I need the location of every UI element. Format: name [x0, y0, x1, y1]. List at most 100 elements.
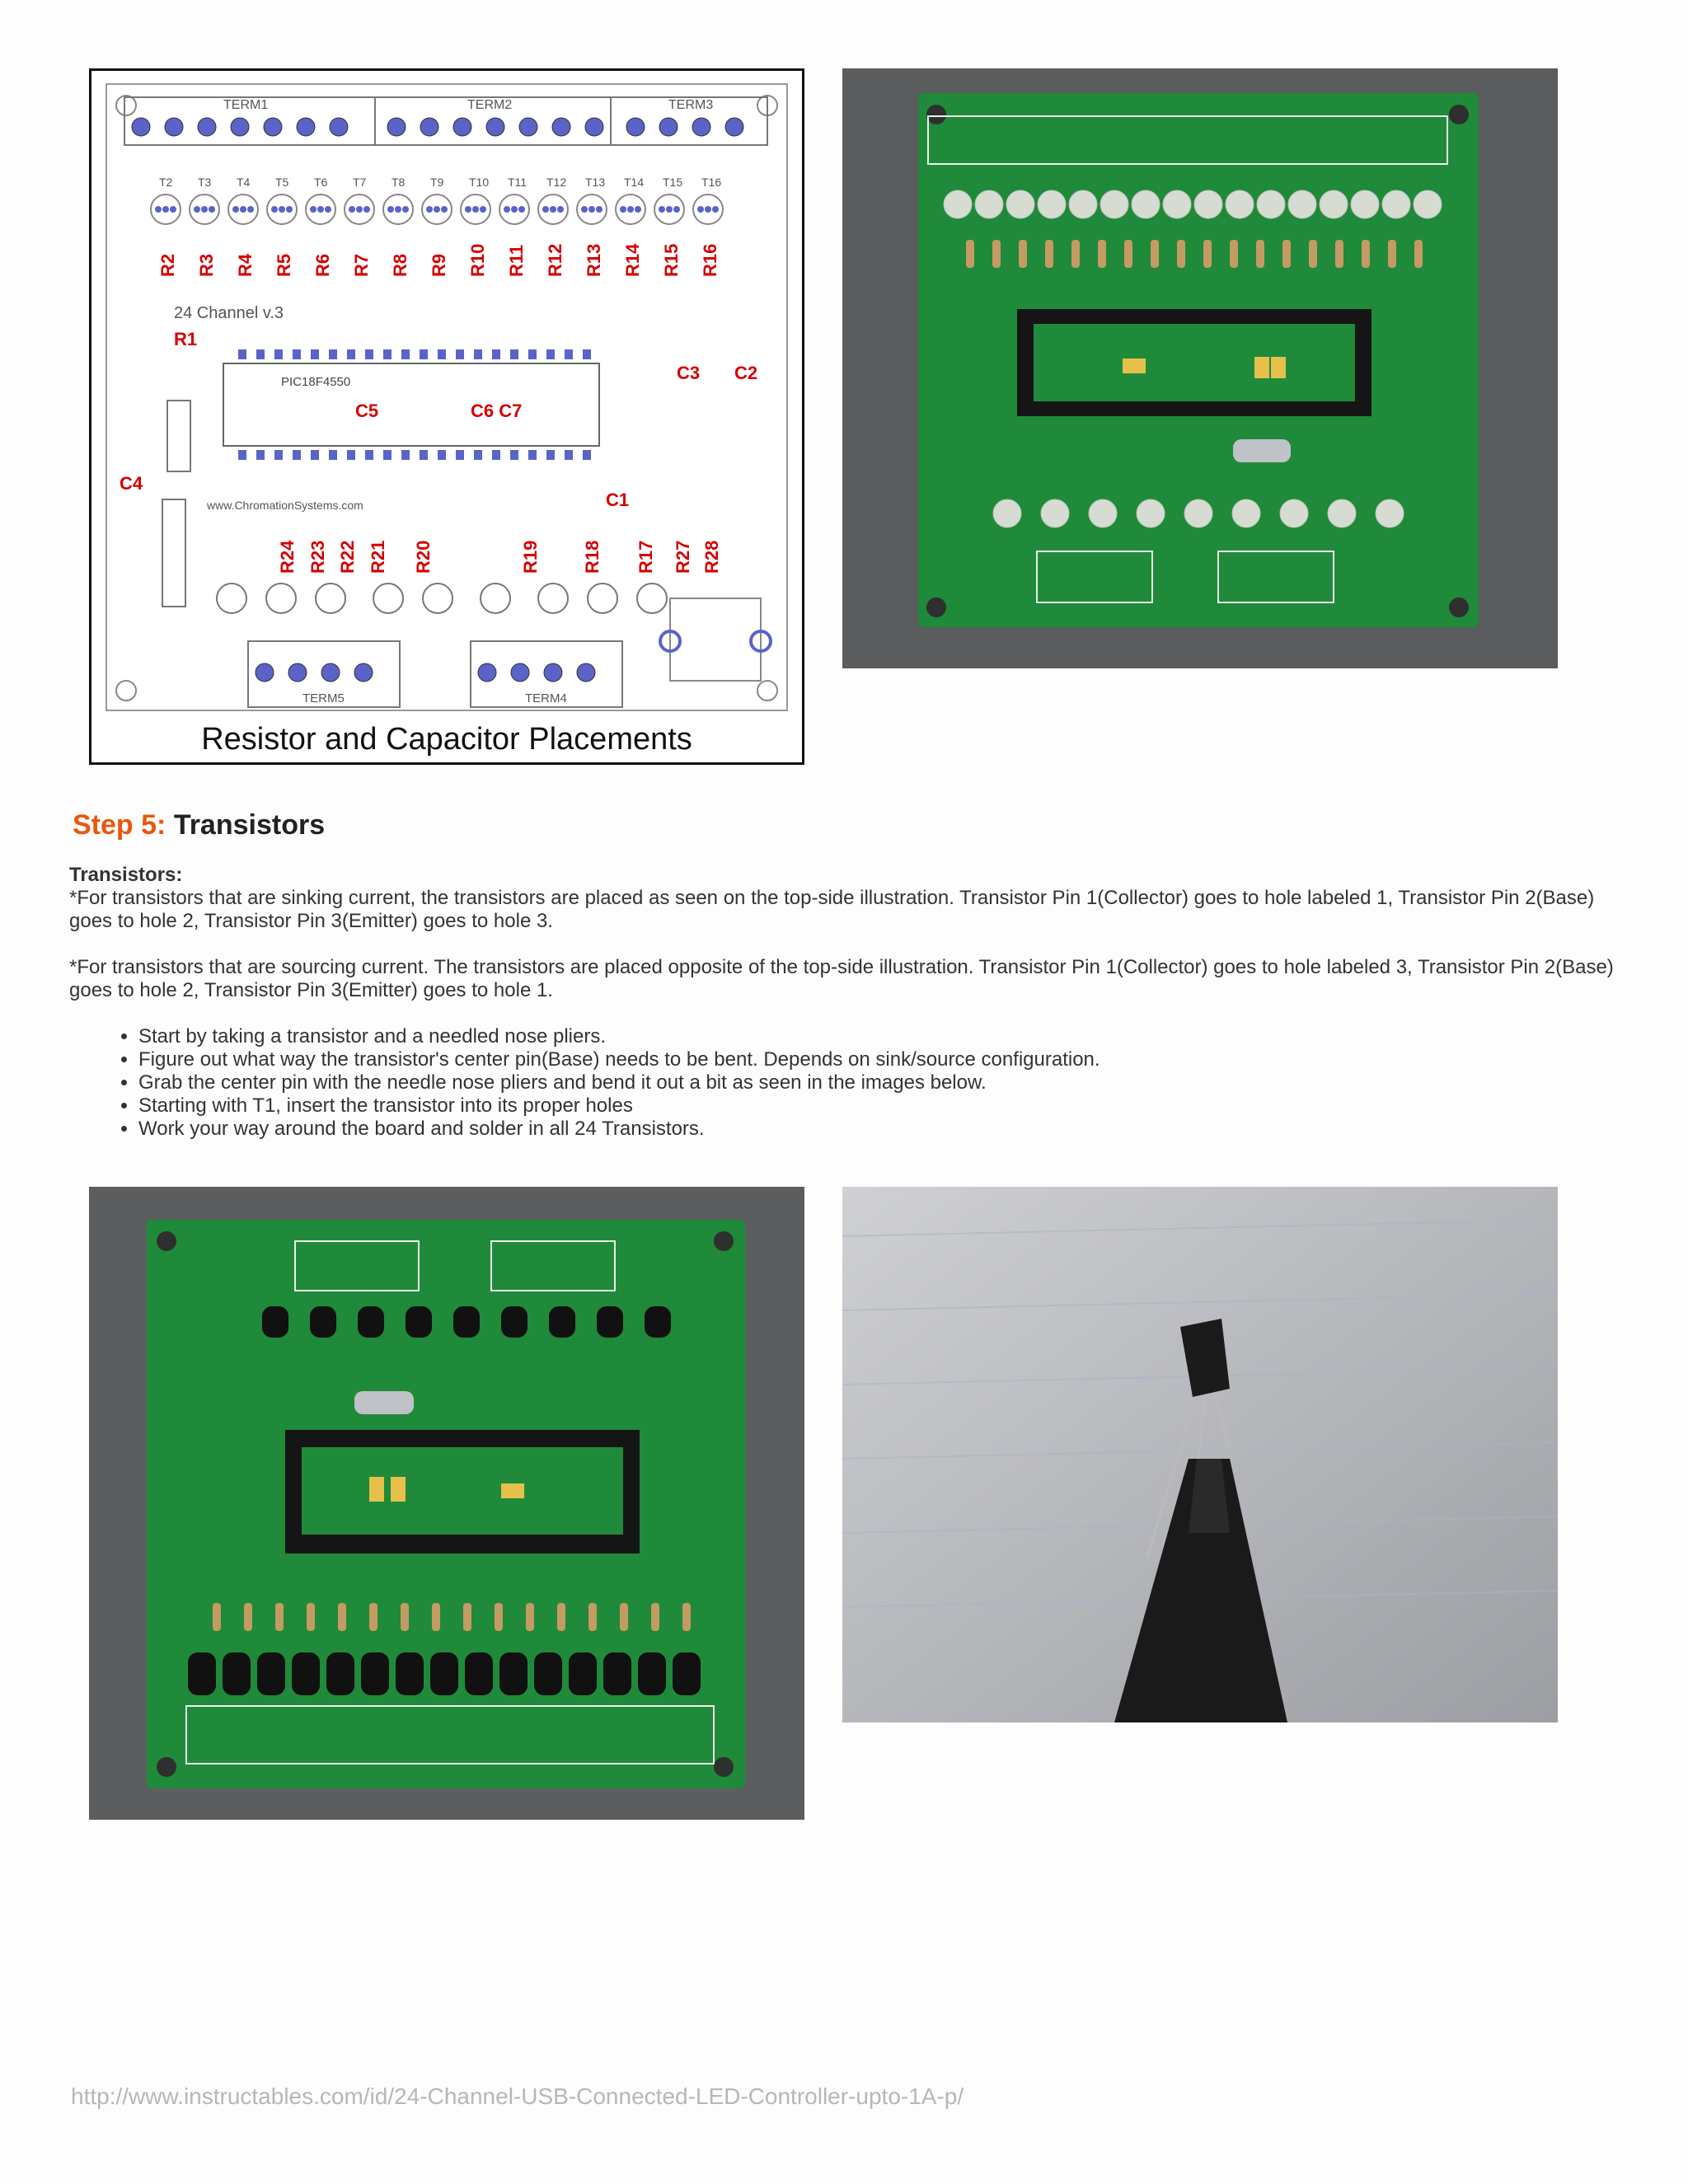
- terminal-hole: [164, 117, 184, 137]
- r1-label: R1: [174, 329, 197, 349]
- resistor: [1414, 240, 1423, 268]
- chip-pin: [528, 349, 537, 359]
- transistor-outline: [460, 194, 491, 225]
- transistor: [257, 1652, 285, 1695]
- resistor: [307, 1603, 315, 1631]
- transistor-pin: [402, 206, 409, 213]
- transistor-pin: [441, 206, 448, 213]
- transistor-pin: [194, 206, 200, 213]
- chip-pin: [420, 349, 428, 359]
- resistor: [338, 1603, 346, 1631]
- term5-label: TERM5: [302, 691, 345, 705]
- chip-pin: [420, 450, 428, 460]
- resistor-label: R23: [307, 541, 328, 574]
- transistor: [1256, 190, 1286, 219]
- chip-pin: [383, 349, 392, 359]
- chip-pin: [474, 450, 482, 460]
- transistor-label: T2: [159, 176, 173, 189]
- source-url[interactable]: http://www.instructables.com/id/24-Chann…: [71, 2083, 964, 2109]
- transistor: [974, 190, 1004, 219]
- term3-label: TERM3: [668, 98, 713, 112]
- transistor: [501, 1306, 528, 1338]
- transistor-outline: [499, 194, 530, 225]
- chip-pin: [583, 349, 591, 359]
- pcb-photo-transistors-svg: [89, 1187, 804, 1820]
- transistor-pin: [155, 206, 162, 213]
- transistor-outline: [266, 194, 298, 225]
- terminal-hole: [551, 117, 571, 137]
- transistor: [1231, 499, 1261, 528]
- resistor: [1151, 240, 1159, 268]
- resistor: [1335, 240, 1343, 268]
- resistor-label: R3: [196, 254, 217, 277]
- transistor-pin: [518, 206, 525, 213]
- step-title: Transistors: [173, 809, 326, 841]
- resistor-label: R17: [635, 541, 656, 574]
- chip-pin: [238, 450, 246, 460]
- list-item: Grab the center pin with the needle nose…: [138, 1071, 1635, 1094]
- chip-pin: [256, 450, 265, 460]
- terminal-hole: [485, 117, 505, 137]
- transistor-outline: [692, 194, 724, 225]
- transistor-label: T4: [237, 176, 251, 189]
- transistor-pin: [349, 206, 355, 213]
- transistor: [534, 1652, 562, 1695]
- resistor: [213, 1603, 221, 1631]
- transistor-outline: [305, 194, 336, 225]
- transistor: [453, 1306, 480, 1338]
- chip-pin: [510, 450, 518, 460]
- transistor: [188, 1652, 216, 1695]
- c3-label: C3: [677, 363, 700, 383]
- transistor-outline: [227, 194, 259, 225]
- transistor-label: T10: [469, 176, 489, 189]
- c1-label: C1: [606, 490, 629, 510]
- transistor: [569, 1652, 597, 1695]
- resistor-label: R20: [413, 541, 434, 574]
- diagram-caption: Resistor and Capacitor Placements: [201, 722, 692, 757]
- chip-pin: [438, 450, 446, 460]
- pliers-photo-svg: [842, 1187, 1558, 1722]
- transistor-pin: [666, 206, 673, 213]
- terminal-hole: [452, 117, 472, 137]
- transistor: [1100, 190, 1129, 219]
- paragraph-sinking: *For transistors that are sinking curren…: [69, 887, 1595, 932]
- chip-pin: [456, 349, 464, 359]
- transistor-outline: [480, 583, 511, 614]
- terminal-hole: [543, 663, 563, 682]
- chip-pin: [347, 349, 355, 359]
- chip-pin: [311, 450, 319, 460]
- resistor: [1309, 240, 1317, 268]
- terminal-hole: [321, 663, 340, 682]
- transistor-outline: [382, 194, 414, 225]
- transistor: [1131, 190, 1160, 219]
- transistor-outline: [537, 583, 569, 614]
- transistor: [292, 1652, 320, 1695]
- transistor: [1225, 190, 1254, 219]
- transistor-pin: [673, 206, 680, 213]
- terminal-hole: [576, 663, 596, 682]
- transistor: [1279, 499, 1309, 528]
- transistor: [1040, 499, 1070, 528]
- chip-pin: [456, 450, 464, 460]
- chip-pin: [347, 450, 355, 460]
- resistor-label: R24: [277, 540, 298, 574]
- resistor-label: R21: [368, 541, 388, 574]
- resistor: [588, 1603, 597, 1631]
- transistor-pin: [550, 206, 556, 213]
- chip-pin: [565, 450, 573, 460]
- transistor-outline: [265, 583, 297, 614]
- transistor-pin: [542, 206, 549, 213]
- resistor: [1230, 240, 1238, 268]
- transistor-pin: [247, 206, 254, 213]
- chip-pin: [546, 349, 555, 359]
- transistor: [358, 1306, 384, 1338]
- terminal-hole: [255, 663, 274, 682]
- transistor-pin: [465, 206, 471, 213]
- terminal-hole: [420, 117, 439, 137]
- transistor-label: T9: [430, 176, 444, 189]
- step-number: Step 5:: [73, 809, 166, 841]
- chip-pin: [256, 349, 265, 359]
- resistor: [1177, 240, 1185, 268]
- transistor-pin: [557, 206, 564, 213]
- transistor-pin: [271, 206, 278, 213]
